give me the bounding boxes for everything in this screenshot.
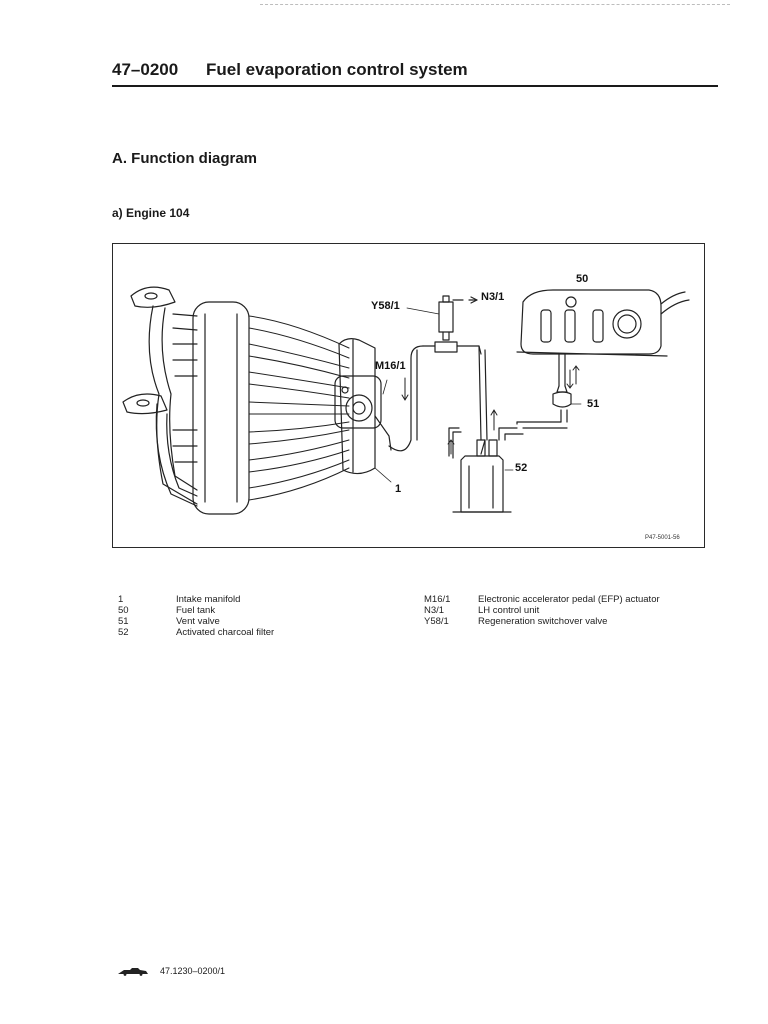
legend-item: M16/1 Electronic accelerator pedal (EFP) …: [424, 594, 660, 605]
vent-valve: [516, 353, 572, 429]
fuel-tank: [516, 289, 690, 357]
leader-lines: [374, 307, 582, 483]
legend-item: 52 Activated charcoal filter: [118, 627, 274, 638]
callout-n3-1: N3/1: [481, 291, 505, 303]
page-footer: 47.1230–0200/1: [118, 966, 225, 976]
callout-1: 1: [395, 483, 402, 495]
legend-key: 1: [118, 594, 124, 605]
section-header: 47–0200 Fuel evaporation control system: [112, 60, 718, 87]
lower-flange: [122, 393, 168, 415]
diagram-drawing: [122, 286, 690, 515]
subheading: A. Function diagram: [112, 150, 258, 167]
header-pipes: [148, 305, 198, 507]
legend-right: M16/1 Electronic accelerator pedal (EFP) …: [424, 594, 660, 627]
throttle-actuator: [334, 375, 392, 451]
callout-m16-1: M16/1: [375, 360, 406, 372]
legend-item: 1 Intake manifold: [118, 594, 274, 605]
legend-key: N3/1: [424, 605, 445, 616]
legend-left: 1 Intake manifold 50 Fuel tank 51 Vent valv…: [118, 594, 274, 638]
legend-text: Regeneration switchover valve: [478, 616, 608, 627]
legend-key: 50: [118, 605, 129, 616]
callout-50: 50: [576, 273, 589, 285]
intake-runners: [248, 315, 350, 501]
legend-key: Y58/1: [424, 616, 449, 627]
section-number: 47–0200: [112, 60, 179, 79]
scan-artifact-line: [260, 4, 730, 8]
flow-arrows: [401, 365, 580, 455]
charcoal-filter: [448, 427, 524, 513]
legend-item: Y58/1 Regeneration switchover valve: [424, 616, 660, 627]
legend-text: Intake manifold: [176, 594, 241, 605]
callout-y58-1: Y58/1: [371, 300, 400, 312]
callout-52: 52: [515, 462, 528, 474]
cylinder-head: [192, 301, 250, 515]
legend-key: M16/1: [424, 594, 451, 605]
upper-flange: [130, 286, 176, 308]
page-reference: 47.1230–0200/1: [160, 966, 226, 976]
figure-code: P47-5001-56: [645, 535, 680, 541]
legend-text: Vent valve: [176, 616, 220, 627]
section-title: Fuel evaporation control system: [206, 60, 468, 79]
legend-key: 52: [118, 627, 129, 638]
legend-item: 50 Fuel tank: [118, 605, 274, 616]
legend-text: Fuel tank: [176, 605, 216, 616]
function-diagram: 50 Y58/1 N3/1 M16/1 51 52 1 P47-5001-56: [112, 243, 705, 548]
legend-text: Electronic accelerator pedal (EFP) actua…: [478, 594, 660, 605]
header-rule: [112, 85, 718, 87]
subsubheading: a) Engine 104: [112, 206, 190, 220]
switchover-valve: [422, 295, 482, 355]
mercedes-star-logo-icon: [118, 967, 148, 976]
legend-item: 51 Vent valve: [118, 616, 274, 627]
legend-text: LH control unit: [478, 605, 540, 616]
legend-text: Activated charcoal filter: [176, 627, 275, 638]
callout-51: 51: [587, 398, 600, 410]
legend-key: 51: [118, 616, 129, 627]
vacuum-hoses: [388, 345, 488, 455]
legend-item: N3/1 LH control unit: [424, 605, 660, 616]
